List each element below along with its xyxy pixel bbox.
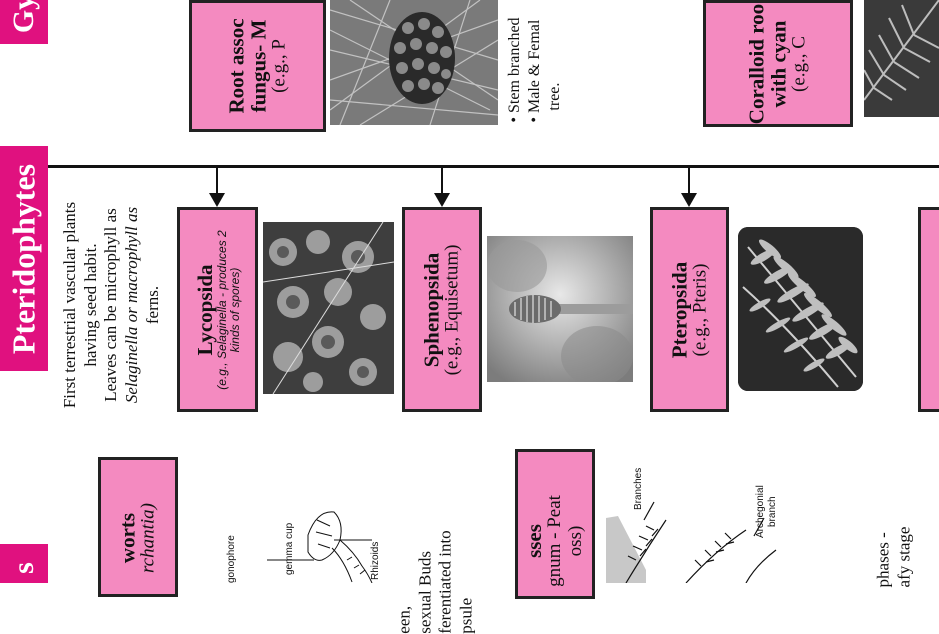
gymnosperm-box-root-association: Root assoc fungus- M (e.g., P bbox=[189, 0, 326, 132]
moss-diagram bbox=[606, 501, 777, 583]
arrow-sphenopsida-head bbox=[434, 193, 450, 207]
label-archegonial: Archegonial bbox=[755, 485, 766, 538]
label-rhizoids: Rhizoids bbox=[370, 541, 381, 580]
selaginella-image bbox=[263, 222, 394, 394]
pteridophytes-header: Pteridophytes bbox=[0, 146, 48, 371]
gymnosperm-bullets: • Stem branched • Male & Femal tree. bbox=[506, 17, 563, 123]
pteris-fern-image bbox=[738, 227, 863, 391]
arrow-pteropsida-line bbox=[688, 166, 690, 196]
arrow-lycopsida-head bbox=[209, 193, 225, 207]
pteridophyte-box-partial bbox=[918, 207, 939, 412]
cycas-leaf-photo bbox=[864, 0, 939, 117]
pine-cone-photo bbox=[330, 0, 498, 125]
lycopsida-box: Lycopsida (e.g., Selaginella - produces … bbox=[177, 207, 258, 412]
label-branches: Branches bbox=[633, 467, 644, 510]
equisetum-image bbox=[487, 236, 633, 382]
pteridophytes-description: First terrestrial vascular plants having… bbox=[60, 201, 163, 409]
moss-description: phases - afy stage bbox=[873, 526, 913, 588]
pteridophytes-connector-line bbox=[48, 165, 939, 168]
cycas-leaf-image bbox=[864, 0, 939, 117]
arrow-pteropsida-head bbox=[681, 193, 697, 207]
gymnosperms-header: Gy bbox=[0, 0, 48, 44]
marchantia-diagram bbox=[267, 511, 373, 583]
arrow-lycopsida-line bbox=[216, 166, 218, 196]
mosses-box: sses gnum - Peat oss) bbox=[515, 449, 595, 599]
equisetum-photo bbox=[487, 236, 633, 382]
bryophytes-header: s bbox=[0, 544, 48, 583]
liverworts-box: worts rchantia) bbox=[98, 457, 178, 597]
selaginella-photo bbox=[263, 222, 394, 394]
label-gonophore: gonophore bbox=[226, 535, 237, 583]
pine-cone-image bbox=[330, 0, 498, 125]
pteropsida-box: Pteropsida (e.g., Pteris) bbox=[650, 207, 729, 412]
label-branch: branch bbox=[767, 496, 778, 527]
liverwort-description: een, sexual Buds ferentiated into psule bbox=[394, 530, 476, 634]
pteris-fern-photo bbox=[738, 227, 863, 391]
gymnosperm-box-coralloid-roots: Coralloid roo with cyan (e.g., C bbox=[703, 0, 853, 127]
label-gemma-cup: gemma cup bbox=[284, 522, 295, 575]
arrow-sphenopsida-line bbox=[441, 166, 443, 196]
sphenopsida-box: Sphenopsida (e.g., Equisetum) bbox=[402, 207, 482, 412]
